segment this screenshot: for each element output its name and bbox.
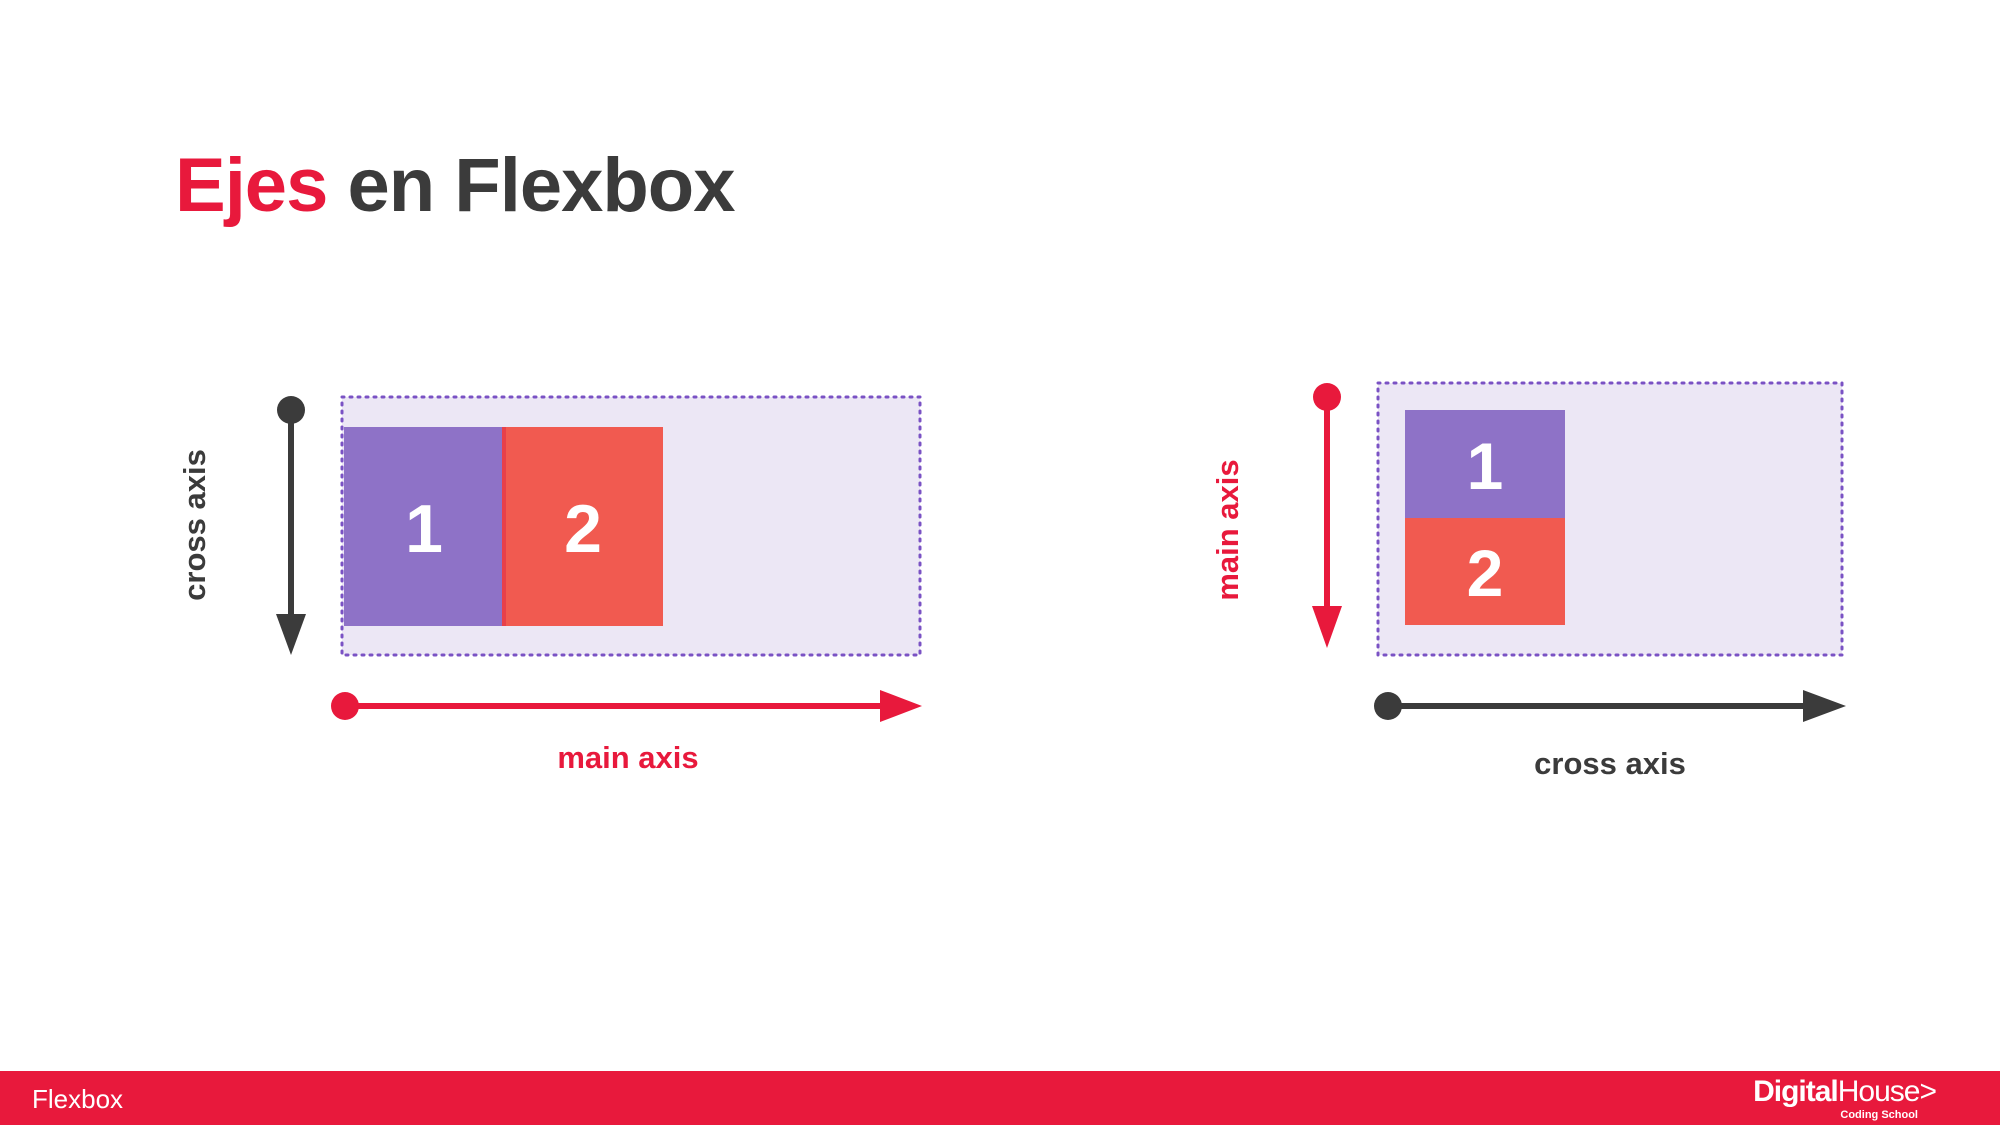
logo-wordmark: DigitalHouse> bbox=[1753, 1075, 1937, 1109]
title-rest: en Flexbox bbox=[347, 143, 735, 228]
right-item-2-label: 2 bbox=[1467, 536, 1504, 610]
left-flex-item-1 bbox=[344, 427, 504, 626]
left-cross-axis-arrow bbox=[276, 396, 306, 655]
left-item-2-label: 2 bbox=[564, 491, 602, 567]
logo-bold-text: Digital bbox=[1753, 1075, 1839, 1108]
footer-bar: Flexbox DigitalHouse> Coding School bbox=[0, 1071, 2000, 1125]
right-vertical-axis-label: main axis bbox=[1210, 459, 1245, 600]
right-cross-axis-arrow bbox=[1374, 690, 1846, 722]
left-item-divider bbox=[502, 427, 506, 626]
title-accent: Ejes bbox=[175, 143, 328, 228]
left-main-axis-arrow bbox=[331, 690, 922, 722]
footer-section-label: Flexbox bbox=[32, 1084, 124, 1114]
right-flex-item-2 bbox=[1405, 518, 1565, 625]
right-horizontal-axis-label: cross axis bbox=[1534, 746, 1686, 781]
right-item-1-label: 1 bbox=[1467, 429, 1504, 503]
logo-chevron-icon: > bbox=[1919, 1075, 1937, 1108]
right-diagram: 1 2 main axis cross axis bbox=[1210, 381, 1846, 781]
left-diagram: 1 2 cross axis main axis bbox=[177, 395, 922, 775]
digital-house-logo: DigitalHouse> Coding School bbox=[1753, 1075, 1937, 1121]
logo-light-text: House bbox=[1837, 1075, 1921, 1108]
left-horizontal-axis-label: main axis bbox=[557, 740, 698, 775]
left-item-1-label: 1 bbox=[405, 491, 443, 567]
right-main-axis-arrow bbox=[1312, 383, 1342, 648]
right-flex-item-1 bbox=[1405, 410, 1565, 518]
logo-tagline: Coding School bbox=[1840, 1109, 1918, 1121]
left-flex-item-2 bbox=[504, 427, 663, 626]
left-vertical-axis-label: cross axis bbox=[177, 449, 212, 601]
slide-title: Ejes en Flexbox bbox=[175, 148, 735, 224]
